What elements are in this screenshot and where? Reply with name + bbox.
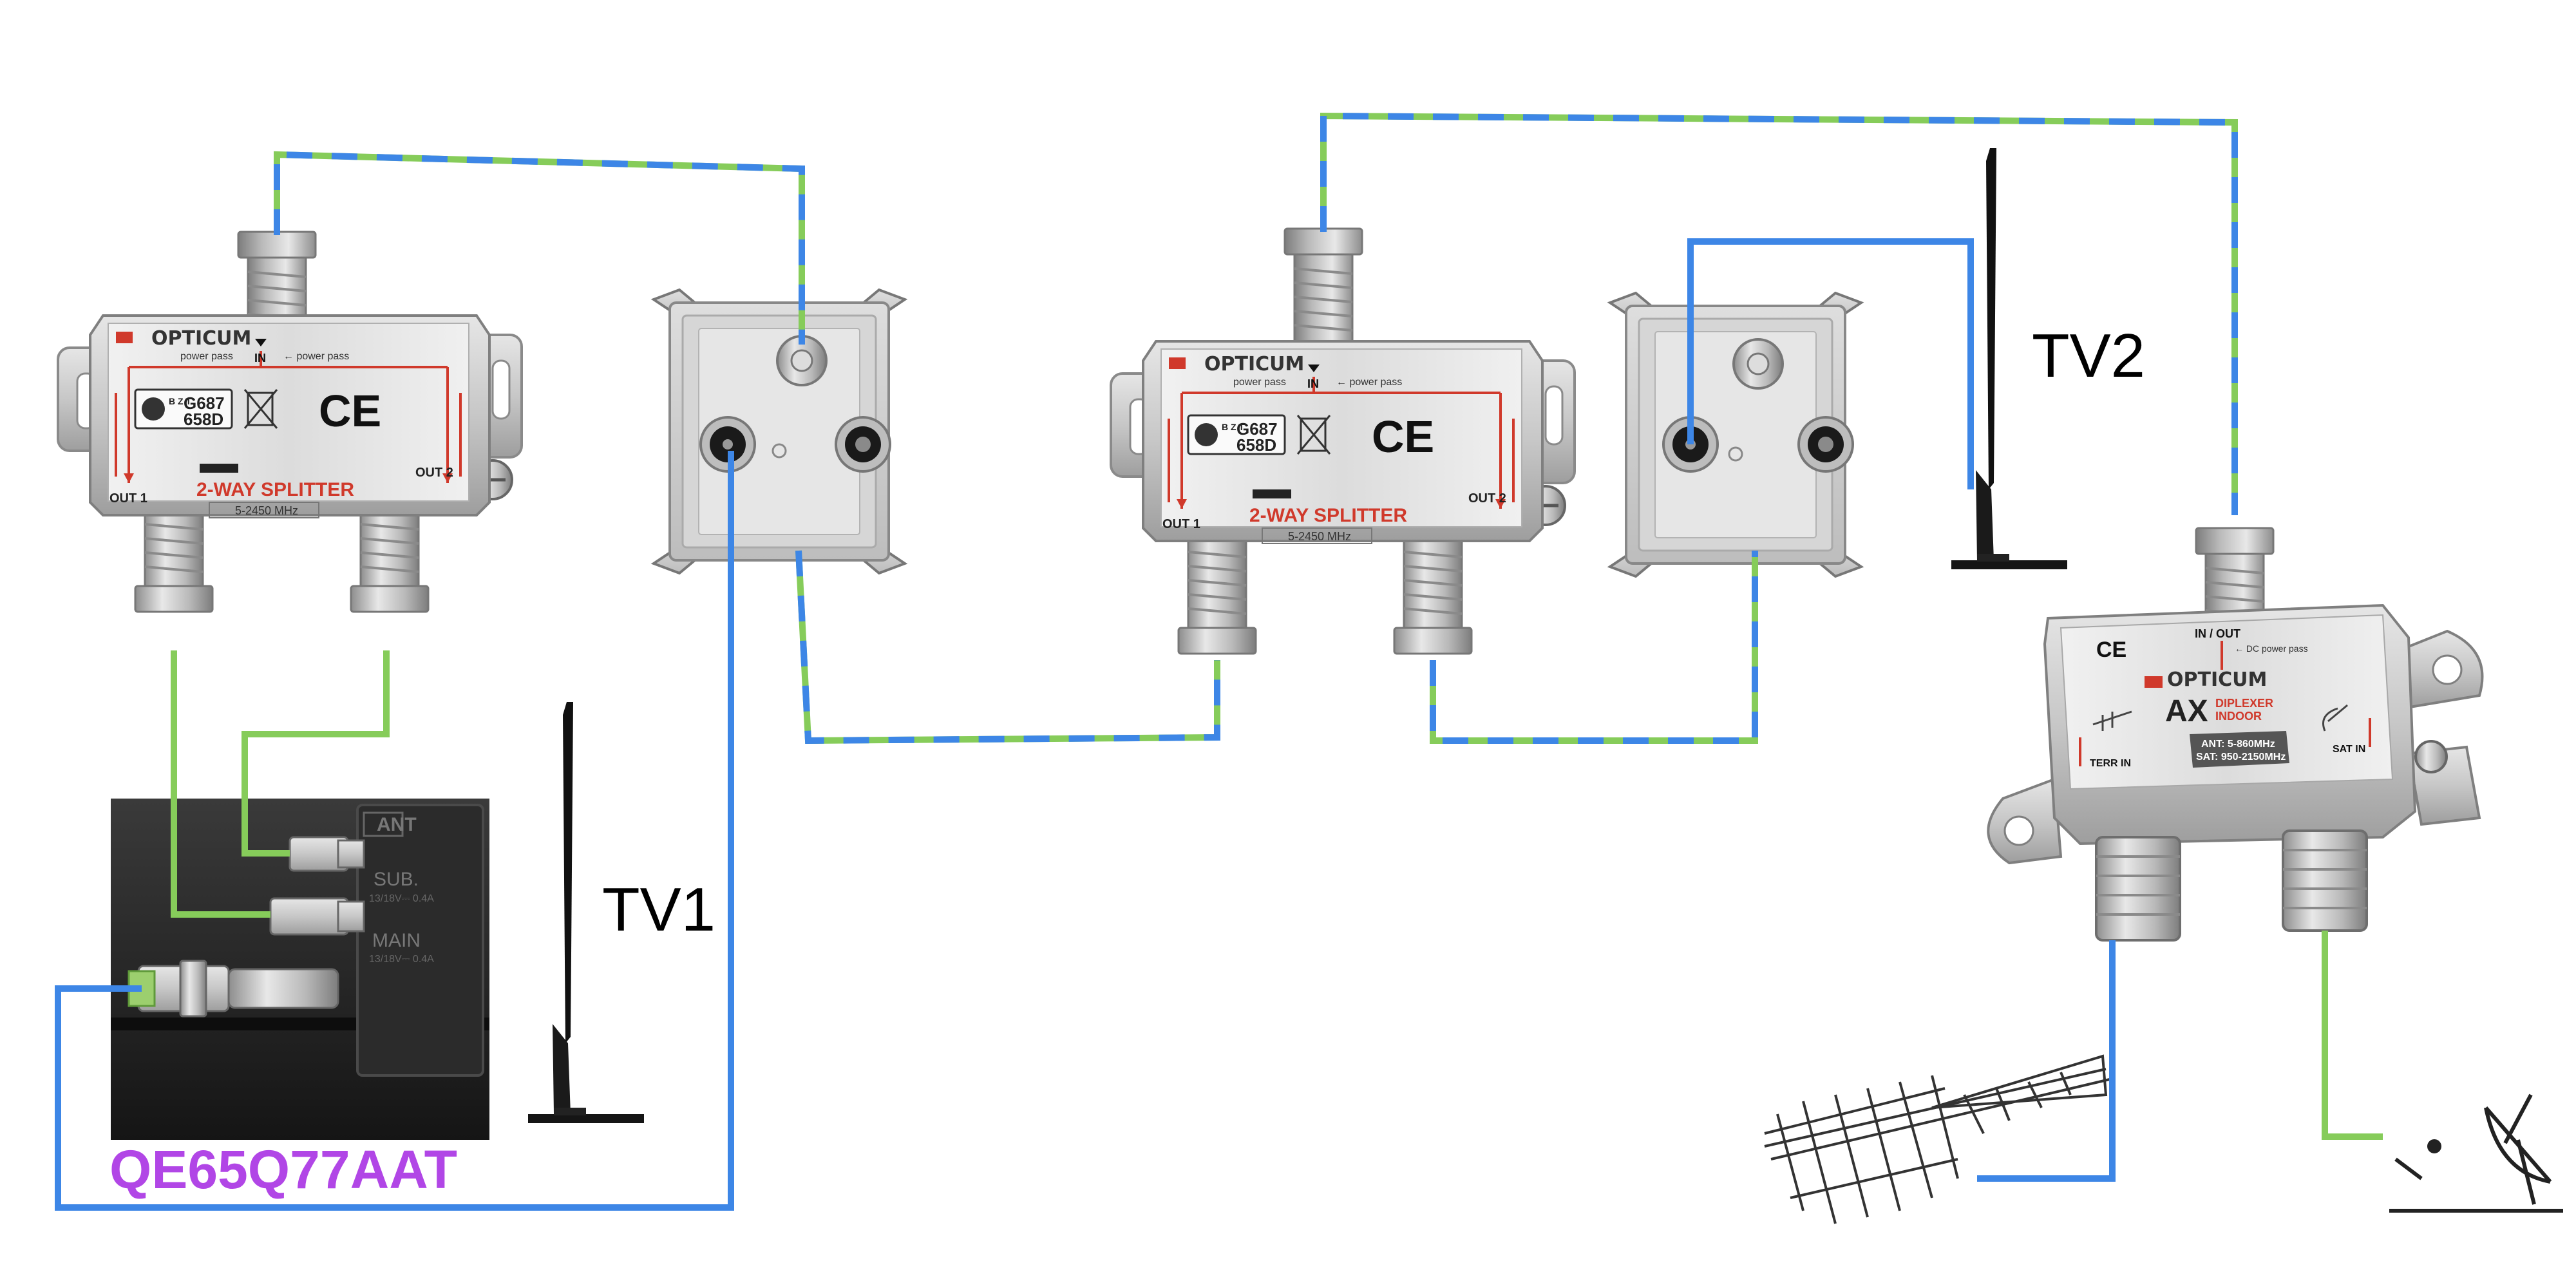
cable-outlet1-to-splitter2 [795,550,1220,744]
diplexer-model: AX [2165,694,2208,728]
splitter-2-in: IN [1307,377,1319,390]
tv2-label: TV2 [2032,321,2145,390]
satellite-dish-icon [2389,1094,2563,1213]
outlet-2-sat-socket [1732,338,1784,390]
splitter-2-out2: OUT 2 [1468,491,1506,506]
splitter-1-in: IN [254,352,266,365]
splitter-2-out1: OUT 1 [1162,517,1200,531]
splitter-1-cert-code-2: 658D [184,410,223,429]
cable-tv2 [1687,238,1974,489]
splitter-2-name: 2-WAY SPLITTER [1249,505,1407,526]
diplexer: CE IN / OUT ← DC power pass OPTICUM AX D… [1987,527,2484,942]
splitter-1-name: 2-WAY SPLITTER [196,479,354,500]
diplexer-ant-band: ANT: 5-860MHz [2201,739,2275,750]
tv-connector-panel: ANT SUB. 13/18V⎓ 0.4A MAIN 13/18V⎓ 0.4A [111,799,489,1140]
diplexer-sat-band: SAT: 950-2150MHz [2196,752,2286,762]
wall-outlet-1 [652,289,906,574]
diplexer-sat-port [2282,829,2368,932]
diplexer-inout: IN / OUT [2195,627,2240,640]
splitter-1: OPTICUM IN power pass ← power pass B Z T… [58,231,522,613]
splitter-2-power-pass-right: ← power pass [1336,377,1402,388]
splitter-1-cert-letters: B Z T [169,396,191,406]
outlet-1-tv-socket [699,416,756,473]
terrestrial-antenna-icon [1764,1054,2113,1224]
splitter-2-brand: OPTICUM [1204,353,1304,375]
cable-splitter1-out1-to-main [171,650,270,918]
splitter-2-cert-code-2: 658D [1236,435,1276,455]
panel-label-ant: ANT [377,814,417,835]
splitter-1-out1: OUT 1 [109,491,147,506]
splitter-2-power-pass-left: power pass [1233,377,1286,388]
panel-connector-sub [289,836,365,872]
splitter-1-power-pass-right: ← power pass [283,351,349,362]
panel-label-main: MAIN [372,930,421,951]
splitter-1-cert-code: G687 [184,393,225,413]
splitter-2: OPTICUM IN power pass ← power pass B Z T… [1111,227,1575,655]
splitter-2-freq: 5-2450 MHz [1288,530,1351,543]
outlet-2-radio-socket [1797,416,1854,473]
outlet-1-sat-socket [776,335,828,386]
cable-splitter2-to-outlet2 [1430,551,1758,744]
panel-connector-ant [128,960,339,1018]
splitter-1-freq: 5-2450 MHz [235,504,298,517]
cable-splitter1-to-outlet1 [274,151,805,345]
panel-connector-main [269,897,365,936]
splitter-1-ce: CE [319,386,381,436]
panel-label-main-spec: 13/18V⎓ 0.4A [369,954,434,965]
diplexer-terr-port [2095,836,2181,942]
splitter-2-cert-code: G687 [1236,419,1278,439]
cable-splitter2-to-diplexer [1320,112,2238,515]
cable-terrestrial-antenna [1977,940,2116,1182]
splitter-2-cert-letters: B Z T [1222,422,1244,432]
cable-tv1-ant [55,451,734,1211]
diplexer-brand: OPTICUM [2167,668,2267,691]
diplexer-subtitle-1: DIPLEXER [2215,697,2273,710]
splitter-1-power-pass-left: power pass [180,351,233,362]
splitter-2-ce: CE [1372,412,1434,462]
tv-model-label: QE65Q77AAT [109,1139,457,1200]
diplexer-dc-pass: ← DC power pass [2235,643,2308,654]
diplexer-subtitle-2: INDOOR [2215,710,2262,723]
splitter-1-out2: OUT 2 [415,466,453,480]
panel-label-sub: SUB. [374,869,419,890]
cable-satellite-dish [2322,931,2383,1140]
tv1-label: TV1 [602,875,715,944]
outlet-1-radio-socket [835,416,891,473]
diplexer-terr-in: TERR IN [2090,758,2131,769]
wall-outlet-2 [1609,292,1862,578]
panel-label-sub-spec: 13/18V⎓ 0.4A [369,893,434,904]
diplexer-ce: CE [2096,638,2126,662]
cable-splitter1-out2-to-sub [242,650,390,857]
diplexer-sat-in: SAT IN [2333,744,2365,755]
splitter-1-brand: OPTICUM [151,327,251,350]
